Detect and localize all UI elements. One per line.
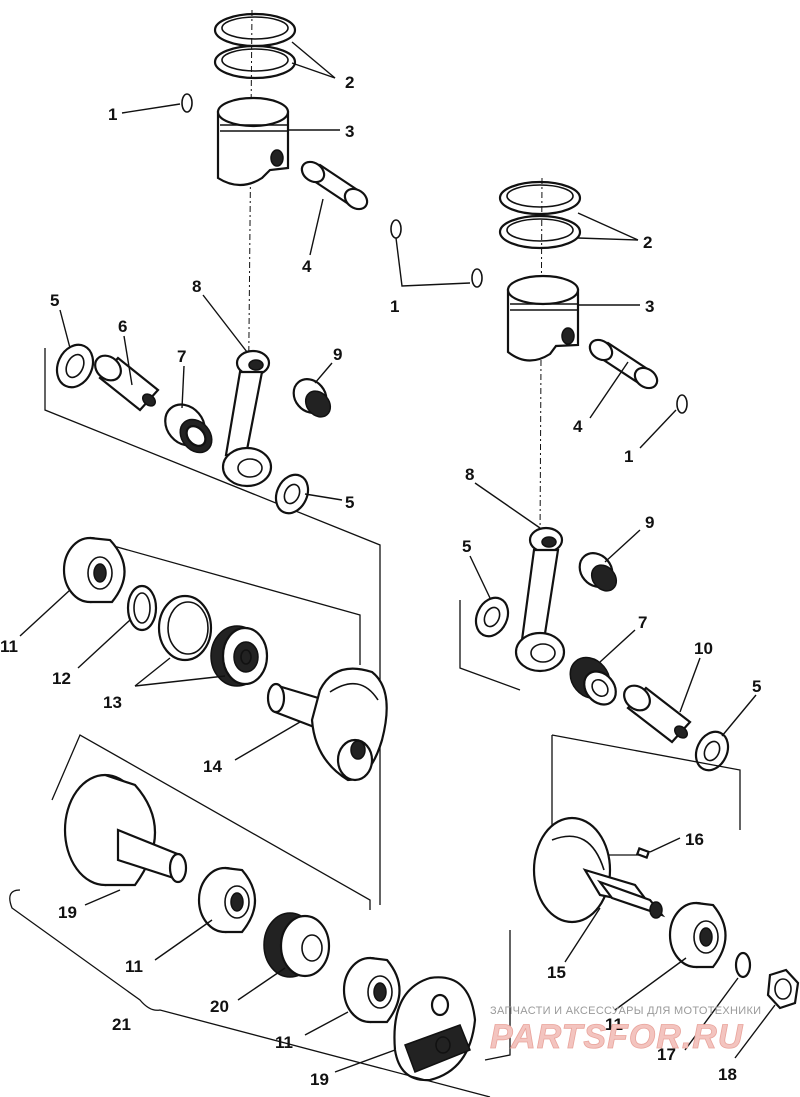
right-piston (506, 274, 580, 362)
left-cylinder-axis (247, 9, 253, 441)
woodruff-key-16 (635, 847, 651, 859)
right-cylinder-axis (539, 177, 543, 541)
callout-13: 13 (103, 693, 122, 712)
callout-4: 4 (302, 257, 312, 276)
callout-20: 20 (210, 997, 229, 1016)
right-crank-bracket-top (551, 734, 741, 830)
right-thrust-washer-top (474, 596, 510, 638)
left-circlip-1 (181, 93, 193, 113)
callout-2: 2 (643, 233, 652, 252)
bottom-left-bracket (51, 734, 371, 910)
left-thrust-washer-top (55, 343, 95, 389)
right-crank-pin-10 (623, 684, 692, 744)
callout-11: 11 (275, 1033, 293, 1052)
retaining-rings-13 (157, 594, 213, 662)
main-bearing-11-low (342, 956, 401, 1024)
callout-21: 21 (112, 1015, 131, 1034)
callout-5: 5 (462, 537, 471, 556)
lock-washer-17 (734, 951, 752, 979)
callout-6: 6 (118, 317, 127, 336)
left-small-end-bearing-9 (292, 378, 332, 418)
callout-17: 17 (657, 1045, 676, 1064)
callout-5: 5 (50, 291, 59, 310)
main-bearing-11-right (668, 901, 727, 969)
callout-10: 10 (694, 639, 713, 658)
callout-1: 1 (390, 297, 399, 316)
bracket-21 (9, 889, 491, 1097)
right-connecting-rod-8 (514, 526, 566, 673)
right-small-end-bearing-9 (578, 552, 618, 592)
right-crankshaft-half-15 (532, 816, 666, 924)
callout-1: 1 (108, 105, 117, 124)
callout-3: 3 (345, 122, 354, 141)
callout-19: 19 (58, 903, 77, 922)
callout-7: 7 (638, 613, 647, 632)
nut-18 (766, 968, 800, 1010)
bottom-link-line (484, 930, 511, 1061)
watermark-tagline: ЗАПЧАСТИ И АКСЕССУАРЫ ДЛЯ МОТОТЕХНИКИ (490, 1005, 761, 1017)
callout-7: 7 (177, 347, 186, 366)
left-crank-pin-6 (94, 354, 160, 412)
callout-4: 4 (573, 417, 583, 436)
mid-circlip (390, 219, 483, 288)
left-connecting-rod-8 (221, 349, 273, 488)
left-piston-pin (300, 160, 369, 211)
callout-5: 5 (752, 677, 761, 696)
callout-1: 1 (624, 447, 633, 466)
right-needle-bearing-7 (569, 656, 617, 706)
right-circlip (676, 394, 688, 414)
crankshaft-half-19-bottom (393, 976, 477, 1082)
callout-11: 11 (605, 1015, 623, 1034)
left-main-bearing-11 (62, 536, 126, 604)
main-bearing-11-mid (197, 866, 256, 934)
crankshaft-half-19-top (63, 773, 188, 887)
left-thrust-washer-mid (274, 473, 310, 515)
callout-11: 11 (125, 957, 143, 976)
left-crankshaft-half-14 (266, 667, 388, 782)
callout-16: 16 (685, 830, 704, 849)
callout-12: 12 (52, 669, 71, 688)
right-rod-bracket-left (459, 600, 521, 691)
right-piston-pin (588, 338, 659, 390)
right-thrust-washer-bottom (694, 730, 730, 772)
callout-8: 8 (465, 465, 474, 484)
callout-3: 3 (645, 297, 654, 316)
left-crank-guide (109, 544, 361, 665)
labyrinth-seal-20 (263, 912, 331, 978)
left-needle-bearing-7 (164, 403, 213, 454)
callout-numbers: 1 2 3 4 1 2 3 4 1 5 6 7 8 9 5 8 9 5 7 10… (0, 73, 761, 1089)
callout-8: 8 (192, 277, 201, 296)
watermark: ЗАПЧАСТИ И АКСЕССУАРЫ ДЛЯ МОТОТЕХНИКИ PA… (490, 1005, 761, 1056)
leader-lines (19, 41, 776, 1073)
callout-5: 5 (345, 493, 354, 512)
left-piston-rings (213, 12, 297, 80)
callout-14: 14 (203, 757, 222, 776)
right-piston-rings (498, 180, 582, 250)
callout-9: 9 (333, 345, 342, 364)
callout-2: 2 (345, 73, 354, 92)
callout-15: 15 (547, 963, 566, 982)
callout-11: 11 (0, 637, 18, 656)
callout-9: 9 (645, 513, 654, 532)
left-main-bearing-13 (210, 625, 269, 687)
callout-19: 19 (310, 1070, 329, 1089)
watermark-logo: PARTSFOR.RU (490, 1018, 744, 1056)
seal-ring-12 (126, 584, 158, 632)
callout-18: 18 (718, 1065, 737, 1084)
left-piston (216, 96, 290, 187)
